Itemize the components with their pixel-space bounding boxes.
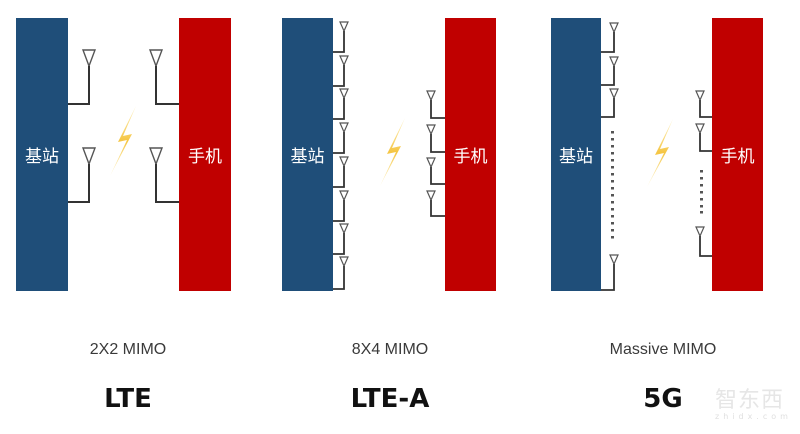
- antenna-icon: [601, 88, 619, 118]
- mimo-label: Massive MIMO: [609, 341, 717, 358]
- phone-label: 手机: [720, 147, 755, 167]
- antenna-icon: [426, 190, 445, 217]
- base-station-label: 基站: [25, 147, 59, 167]
- antenna-icon: [333, 88, 349, 120]
- base-station-block: 基站: [282, 18, 333, 291]
- phone-block: 手机: [712, 18, 763, 291]
- antenna-icon: [333, 256, 349, 290]
- antenna-array: [695, 90, 712, 257]
- antenna-icon: [68, 147, 96, 203]
- watermark: 智东西 zhidx.com: [715, 382, 792, 421]
- antenna-icon: [695, 123, 712, 152]
- antenna-icon: [149, 49, 179, 105]
- watermark-subtext: zhidx.com: [715, 412, 792, 421]
- antenna-icon: [426, 157, 445, 185]
- antenna-array: [426, 90, 445, 217]
- antenna-icon: [601, 254, 619, 291]
- antenna-icon: [333, 55, 349, 87]
- antenna-icon: [695, 226, 712, 257]
- phone-block: 手机: [445, 18, 496, 291]
- generation-label: 5G: [643, 384, 683, 414]
- lightning-icon: [110, 106, 136, 176]
- phone-block: 手机: [179, 18, 231, 291]
- base-station-block: 基站: [16, 18, 68, 291]
- antenna-array: [333, 21, 349, 290]
- antenna-icon: [333, 156, 349, 188]
- base-station-label: 基站: [290, 147, 325, 167]
- phone-label: 手机: [453, 147, 488, 167]
- base-station-block: 基站: [551, 18, 601, 291]
- antenna-icon: [333, 190, 349, 222]
- antenna-icon: [333, 21, 349, 53]
- antenna-array: [601, 22, 619, 291]
- generation-label: LTE-A: [350, 384, 430, 414]
- lightning-icon: [647, 119, 673, 187]
- lightning-icon: [380, 118, 405, 186]
- antenna-icon: [333, 122, 349, 154]
- mimo-label: 2X2 MIMO: [89, 341, 167, 358]
- antenna-icon: [695, 90, 712, 118]
- phone-label: 手机: [188, 147, 222, 167]
- antenna-icon: [601, 56, 619, 86]
- ellipsis-dots: [700, 170, 703, 214]
- antenna-icon: [333, 223, 349, 255]
- base-station-label: 基站: [559, 147, 593, 167]
- mimo-label: 8X4 MIMO: [351, 341, 429, 358]
- antenna-icon: [149, 147, 179, 203]
- antenna-icon: [68, 49, 96, 105]
- ellipsis-dots: [611, 131, 614, 239]
- generation-label: LTE: [104, 384, 152, 414]
- watermark-text: 智东西: [715, 388, 785, 413]
- antenna-icon: [426, 90, 445, 119]
- antenna-icon: [426, 124, 445, 153]
- antenna-icon: [601, 22, 619, 53]
